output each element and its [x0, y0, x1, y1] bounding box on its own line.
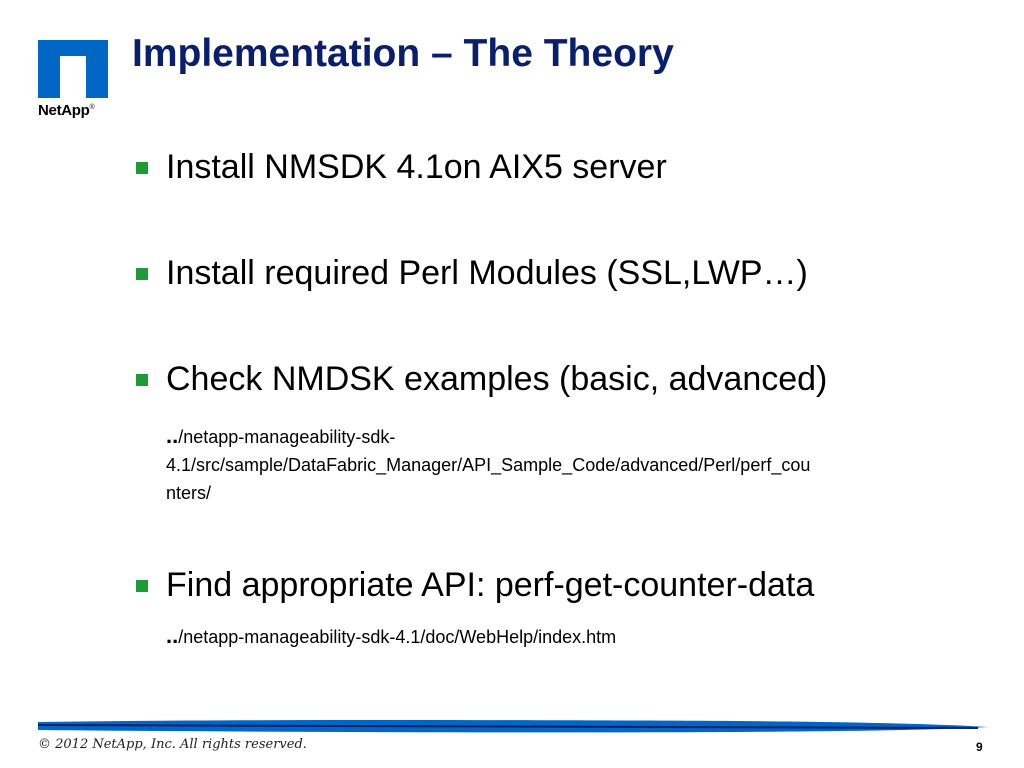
slide-title: Implementation – The Theory [132, 32, 674, 75]
footer-brush-stroke [38, 720, 988, 733]
bullet-text: Install NMSDK 4.1on AIX5 server [166, 148, 667, 186]
webhelp-path: ../netapp-manageability-sdk-4.1/doc/WebH… [166, 622, 616, 651]
bullet-square-icon [136, 374, 148, 386]
bullet-square-icon [136, 162, 148, 174]
path-line: nters/ [166, 483, 212, 503]
bullet-square-icon [136, 580, 148, 592]
path-line: ../netapp-manageability-sdk-4.1/doc/WebH… [166, 623, 617, 648]
page-number: 9 [976, 740, 983, 754]
netapp-logo-icon [38, 40, 108, 98]
footer-copyright: © 2012 NetApp, Inc. All rights reserved. [38, 737, 307, 752]
path-line: 4.1/src/sample/DataFabric_Manager/API_Sa… [166, 455, 811, 475]
bullet-text: Find appropriate API: perf-get-counter-d… [166, 566, 815, 604]
netapp-logo: NetApp® [38, 40, 110, 122]
logo-wordmark: NetApp® [38, 102, 95, 119]
bullet-text: Check NMDSK examples (basic, advanced) [166, 360, 828, 398]
sample-code-path: ../netapp-manageability-sdk- 4.1/src/sam… [166, 422, 810, 507]
bullet-text: Install required Perl Modules (SSL,LWP…) [166, 254, 808, 292]
path-line: ../netapp-manageability-sdk- [166, 423, 396, 448]
bullet-square-icon [136, 268, 148, 280]
